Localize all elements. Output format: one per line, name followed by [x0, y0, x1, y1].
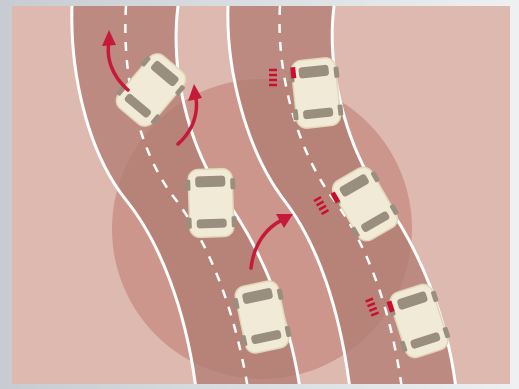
car-top-right: [288, 57, 345, 130]
car-center: [185, 168, 237, 238]
